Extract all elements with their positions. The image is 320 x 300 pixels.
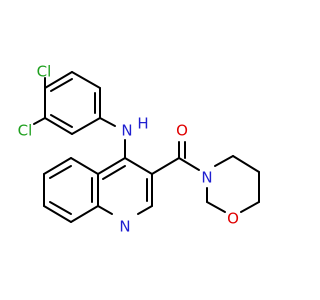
bond [102,165,126,180]
morpholine-oxygen-label: O [227,210,239,228]
bond [43,205,72,223]
amine-nitrogen-label: N [121,122,132,140]
bond [214,155,234,167]
quinoline-ring-system [43,157,153,223]
bond [137,205,153,215]
atom-labels: Cl Cl N H O N O N [18,63,239,236]
bond [70,157,99,175]
bond [240,201,260,213]
bond [50,78,73,92]
bond [124,157,153,175]
bond [49,165,72,179]
amine-hydrogen-label: H [137,115,148,133]
bond [206,201,226,213]
dichlorophenyl-ring [33,71,101,135]
bond [43,157,72,175]
bond [71,71,101,89]
bond [232,155,260,173]
bond [97,157,126,175]
carbonyl-oxygen-label: O [176,122,188,140]
bond [44,117,73,135]
bond [70,205,99,223]
molecule-structure: Cl Cl N H O N O N [18,63,260,236]
bond [33,117,46,125]
morpholine-amide [151,141,260,213]
bond [44,71,73,89]
amide-nitrogen-label: N [201,169,212,187]
bond [71,117,101,135]
bond [50,114,73,128]
bond [97,205,113,215]
chlorine-left-label: Cl [18,122,33,140]
bond [178,157,200,171]
molecule-structure-canvas: Cl Cl N H O N O N [18,63,260,236]
bond [49,201,72,215]
bond [99,117,116,127]
bond [151,157,180,175]
amine-linker [99,117,126,159]
quinoline-nitrogen-label: N [119,218,130,236]
chlorine-top-label: Cl [37,63,52,81]
